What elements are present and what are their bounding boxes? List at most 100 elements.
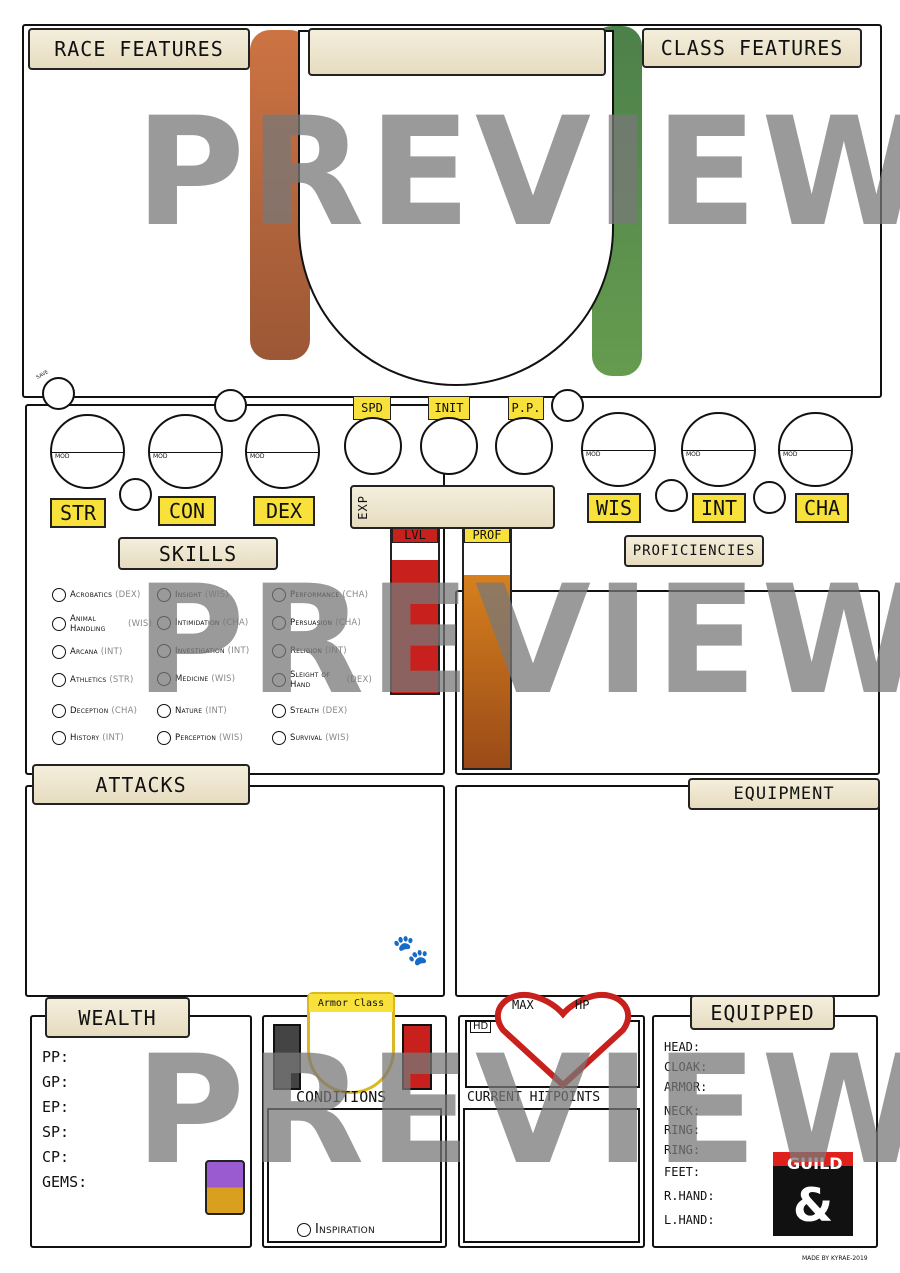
level-column[interactable] xyxy=(390,525,440,695)
mod-label: MOD xyxy=(247,451,318,460)
skill-athletics[interactable]: Athletics(STR) xyxy=(52,673,134,687)
ability-score-dex[interactable]: MOD xyxy=(245,414,320,489)
save-circle-wis[interactable] xyxy=(551,389,584,422)
save-circle-con[interactable] xyxy=(119,478,152,511)
mod-label: MOD xyxy=(583,449,654,458)
skill-name: Athletics xyxy=(70,675,107,685)
skill-performance[interactable]: Performance(CHA) xyxy=(272,588,368,602)
equipped-ring-1[interactable]: RING: xyxy=(664,1123,701,1137)
skill-ability: (CHA) xyxy=(342,590,369,600)
equipped-head[interactable]: HEAD: xyxy=(664,1040,701,1054)
ability-score-cha[interactable]: MOD xyxy=(778,412,853,487)
skill-deception[interactable]: Deception(CHA) xyxy=(52,704,137,718)
skill-nature[interactable]: Nature(INT) xyxy=(157,704,227,718)
experience-banner[interactable]: EXP xyxy=(350,485,555,529)
conditions-box[interactable] xyxy=(267,1108,442,1243)
skill-name: Acrobatics xyxy=(70,590,113,600)
race-features-banner: Race Features xyxy=(28,28,250,70)
skill-stealth[interactable]: Stealth(DEX) xyxy=(272,704,347,718)
hit-dice-label: HD xyxy=(470,1020,492,1033)
attacks-panel[interactable] xyxy=(25,785,445,997)
skill-name: Deception xyxy=(70,706,109,716)
skill-ability: (DEX) xyxy=(322,706,348,716)
ability-score-int[interactable]: MOD xyxy=(681,412,756,487)
character-name-banner[interactable] xyxy=(308,28,606,76)
max-hp-heart[interactable] xyxy=(493,990,633,1090)
inspiration-checkbox[interactable]: Inspiration xyxy=(297,1222,375,1237)
max-label: MAX xyxy=(512,998,534,1012)
skill-acrobatics[interactable]: Acrobatics(DEX) xyxy=(52,588,140,602)
skill-medicine[interactable]: Medicine(WIS) xyxy=(157,672,235,686)
skill-ability: (STR) xyxy=(109,675,134,685)
skills-banner: Skills xyxy=(118,537,278,570)
current-hitpoints-label: Current Hitpoints xyxy=(467,1090,601,1105)
skill-ability: (CHA) xyxy=(335,618,361,628)
equipped-right-hand[interactable]: R.HAND: xyxy=(664,1189,715,1203)
armor-class-label: Armor Class xyxy=(309,994,393,1012)
ability-score-con[interactable]: MOD xyxy=(148,414,223,489)
wealth-pp[interactable]: PP: xyxy=(42,1048,70,1066)
equipped-left-hand[interactable]: L.HAND: xyxy=(664,1213,715,1227)
speed-circle[interactable] xyxy=(344,417,402,475)
skill-ability: (INT) xyxy=(227,646,250,656)
skill-animal-handling[interactable]: Animal Handling(WIS) xyxy=(52,614,152,634)
skill-survival[interactable]: Survival(WIS) xyxy=(272,731,349,745)
death-saves-failures[interactable] xyxy=(273,1024,301,1090)
skill-arcana[interactable]: Arcana(INT) xyxy=(52,645,122,659)
skill-name: Investigation xyxy=(175,646,225,656)
conditions-label: Conditions xyxy=(296,1088,387,1106)
skill-ability: (WIS) xyxy=(211,674,236,684)
proficiencies-panel[interactable] xyxy=(455,590,880,775)
str-label: STR xyxy=(50,498,106,528)
paw-print-icon: 🐾 xyxy=(392,933,430,968)
skill-persuasion[interactable]: Persuasion(CHA) xyxy=(272,616,361,630)
passive-perception-circle[interactable] xyxy=(495,417,553,475)
wealth-ep[interactable]: EP: xyxy=(42,1098,70,1116)
save-circle-cha[interactable] xyxy=(753,481,786,514)
save-circle-str[interactable] xyxy=(42,377,75,410)
skill-religion[interactable]: Religion(INT) xyxy=(272,644,347,658)
wealth-gems[interactable]: GEMS: xyxy=(42,1173,88,1191)
skill-name: Stealth xyxy=(290,706,320,716)
dex-label: DEX xyxy=(253,496,315,526)
initiative-circle[interactable] xyxy=(420,417,478,475)
character-portrait-shield[interactable] xyxy=(298,30,614,386)
skill-name: History xyxy=(70,733,100,743)
skill-perception[interactable]: Perception(WIS) xyxy=(157,731,243,745)
equipped-neck[interactable]: NECK: xyxy=(664,1104,701,1118)
skill-name: Sleight of Hand xyxy=(290,670,331,690)
guild-logo: GUILD & xyxy=(773,1152,853,1236)
skill-ability: (INT) xyxy=(325,646,347,656)
proficiency-column[interactable] xyxy=(462,525,512,770)
skill-intimidation[interactable]: Intimidation(CHA) xyxy=(157,616,248,630)
equipped-cloak[interactable]: CLOAK: xyxy=(664,1060,708,1074)
skill-ability: (DEX) xyxy=(346,675,372,685)
skill-ability: (INT) xyxy=(100,647,123,657)
mod-label: MOD xyxy=(780,449,851,458)
hp-label: HP xyxy=(575,998,590,1012)
attacks-banner: Attacks xyxy=(32,764,250,805)
equipment-panel[interactable] xyxy=(455,785,880,997)
equipped-ring-2[interactable]: RING: xyxy=(664,1143,701,1157)
skill-name: Arcana xyxy=(70,647,98,657)
skill-ability: (CHA) xyxy=(222,618,249,628)
skill-investigation[interactable]: Investigation(INT) xyxy=(157,644,249,658)
current-hitpoints-box[interactable] xyxy=(463,1108,640,1243)
ability-score-wis[interactable]: MOD xyxy=(581,412,656,487)
skill-sleight-of-hand[interactable]: Sleight of Hand (DEX) xyxy=(272,670,372,690)
save-circle-dex[interactable] xyxy=(214,389,247,422)
skill-insight[interactable]: Insight(WIS) xyxy=(157,588,229,602)
wealth-cp[interactable]: CP: xyxy=(42,1148,70,1166)
skill-history[interactable]: History(INT) xyxy=(52,731,124,745)
equipped-armor[interactable]: ARMOR: xyxy=(664,1080,708,1094)
skill-name: Persuasion xyxy=(290,618,333,628)
ability-score-str[interactable]: MOD xyxy=(50,414,125,489)
guild-logo-text: GUILD xyxy=(787,1154,843,1173)
death-saves-successes[interactable] xyxy=(402,1024,432,1090)
wealth-sp[interactable]: SP: xyxy=(42,1123,70,1141)
wealth-gp[interactable]: GP: xyxy=(42,1073,70,1091)
skill-name: Intimidation xyxy=(175,618,220,628)
save-circle-int[interactable] xyxy=(655,479,688,512)
wealth-banner: Wealth xyxy=(45,997,190,1038)
equipped-feet[interactable]: FEET: xyxy=(664,1165,701,1179)
